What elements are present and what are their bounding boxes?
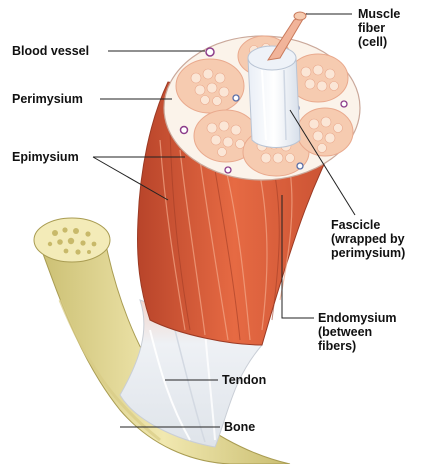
label-fascicle-line3: perimysium) <box>331 246 405 260</box>
label-endomysium: Endomysium (between fibers) <box>318 311 397 353</box>
label-endomysium-line1: Endomysium <box>318 311 397 325</box>
label-epimysium: Epimysium <box>12 150 79 164</box>
label-perimysium: Perimysium <box>12 92 83 106</box>
label-endomysium-line2: (between <box>318 325 397 339</box>
label-muscle-fiber-line3: (cell) <box>358 35 400 49</box>
cross-section <box>164 12 360 180</box>
label-fascicle-line1: Fascicle <box>331 218 405 232</box>
label-blood-vessel: Blood vessel <box>12 44 89 58</box>
label-muscle-fiber-line1: Muscle <box>358 7 400 21</box>
label-endomysium-line3: fibers) <box>318 339 397 353</box>
label-bone: Bone <box>224 420 255 434</box>
pulled-out-fascicle <box>248 46 300 148</box>
label-tendon: Tendon <box>222 373 266 387</box>
label-fascicle: Fascicle (wrapped by perimysium) <box>331 218 405 260</box>
label-fascicle-line2: (wrapped by <box>331 232 405 246</box>
label-muscle-fiber-line2: fiber <box>358 21 400 35</box>
label-muscle-fiber: Muscle fiber (cell) <box>358 7 400 49</box>
